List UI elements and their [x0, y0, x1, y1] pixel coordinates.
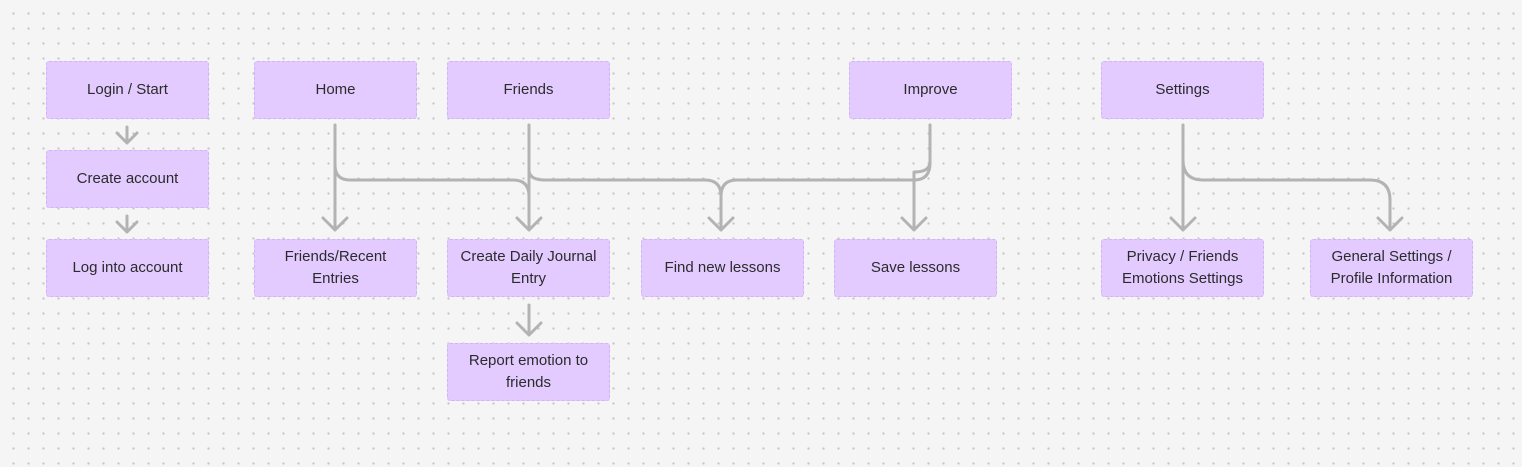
- node-create-account[interactable]: Create account: [46, 150, 209, 208]
- node-label: Save lessons: [870, 259, 961, 276]
- node-save-lessons[interactable]: Save lessons: [834, 239, 997, 297]
- node-label: Login / Start: [87, 81, 168, 98]
- connector-improve-bus: [719, 123, 932, 198]
- arrow-home-to-friends-entries: [321, 123, 349, 232]
- node-label: Find new lessons: [664, 259, 781, 276]
- node-improve[interactable]: Improve: [849, 61, 1012, 119]
- node-home[interactable]: Home: [254, 61, 417, 119]
- connector-friends-bus: [527, 168, 723, 198]
- node-friends-recent-entries[interactable]: Friends/Recent Entries: [254, 239, 417, 297]
- arrow-journal-to-report: [515, 303, 543, 337]
- node-label: Improve: [903, 81, 958, 98]
- node-label: Log into account: [72, 259, 183, 276]
- node-label: Report emotion to friends: [468, 352, 589, 391]
- arrow-friends-to-journal: [515, 123, 543, 232]
- node-label: General Settings / Profile Information: [1330, 248, 1453, 287]
- node-report-emotion-to-friends[interactable]: Report emotion to friends: [447, 343, 610, 401]
- arrow-settings-to-privacy: [1169, 123, 1197, 232]
- node-login-start[interactable]: Login / Start: [46, 61, 209, 119]
- node-label: Friends/Recent Entries: [284, 248, 387, 287]
- node-privacy-friends-emotions-settings[interactable]: Privacy / Friends Emotions Settings: [1101, 239, 1264, 297]
- node-settings[interactable]: Settings: [1101, 61, 1264, 119]
- node-label: Privacy / Friends Emotions Settings: [1122, 248, 1243, 287]
- connector-settings-general: [1181, 158, 1404, 232]
- node-label: Friends: [503, 81, 554, 98]
- node-label: Create Daily Journal Entry: [460, 248, 597, 287]
- arrow-improve-to-save: [900, 123, 932, 232]
- arrow-to-find-lessons: [707, 194, 735, 232]
- connector-home-bus: [333, 163, 531, 198]
- node-find-new-lessons[interactable]: Find new lessons: [641, 239, 804, 297]
- node-log-into-account[interactable]: Log into account: [46, 239, 209, 297]
- node-label: Create account: [76, 170, 179, 187]
- node-create-daily-journal-entry[interactable]: Create Daily Journal Entry: [447, 239, 610, 297]
- node-label: Settings: [1155, 81, 1210, 98]
- node-label: Home: [315, 81, 356, 98]
- arrow-login-to-create: [115, 125, 139, 145]
- node-general-settings-profile-information[interactable]: General Settings / Profile Information: [1310, 239, 1473, 297]
- arrow-create-to-log-in: [115, 214, 139, 234]
- node-friends[interactable]: Friends: [447, 61, 610, 119]
